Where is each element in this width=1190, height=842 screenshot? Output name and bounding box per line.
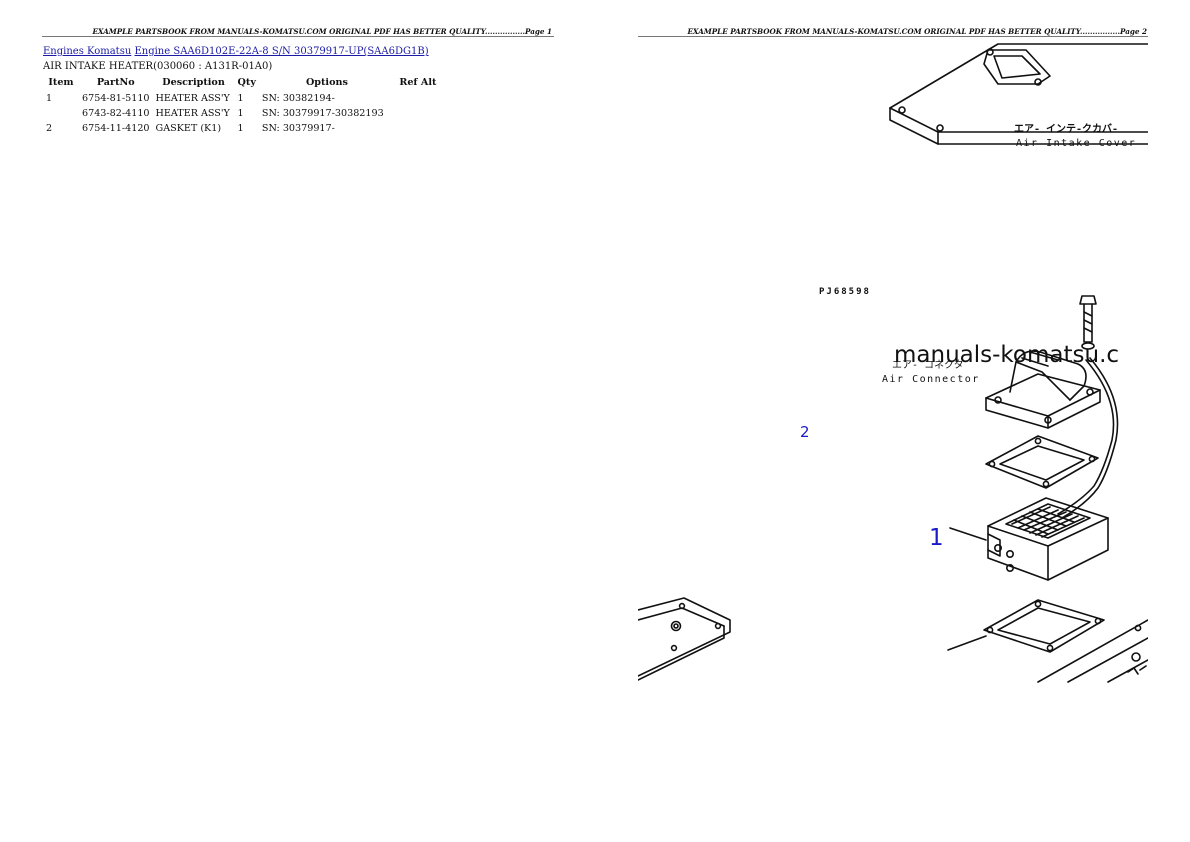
cell-qty: 1 xyxy=(237,108,244,119)
breadcrumb-link-engine-model[interactable]: Engine SAA6D102E-22A-8 S/N 30379917-UP(S… xyxy=(134,46,429,57)
col-header-item: Item xyxy=(48,77,74,88)
callout-1: 1 xyxy=(929,525,944,551)
col-header-options: Options xyxy=(305,77,348,88)
cell-options: SN: 30382194- xyxy=(261,93,335,104)
cell-options: SN: 30379917- xyxy=(261,123,335,134)
bolt xyxy=(1079,295,1097,350)
col-header-qty: Qty xyxy=(237,77,256,88)
col-header-partno: PartNo xyxy=(96,77,135,88)
cell-partno: 6754-81-5110 xyxy=(82,93,150,104)
cell-item: 2 xyxy=(46,123,53,134)
heater-assembly xyxy=(987,497,1109,581)
breadcrumb: Engines Komatsu Engine SAA6D102E-22A-8 S… xyxy=(43,46,429,57)
cell-refalt xyxy=(395,107,441,122)
harness-wire xyxy=(1057,357,1119,519)
page-header-right: EXAMPLE PARTSBOOK FROM MANUALS-KOMATSU.C… xyxy=(687,27,1147,36)
cell-description: HEATER ASS'Y xyxy=(155,93,230,104)
cell-partno: 6754-11-4120 xyxy=(82,123,150,134)
label-connector-en: Air Connector xyxy=(882,374,980,385)
cell-refalt xyxy=(395,92,441,107)
col-header-refalt: Ref Alt xyxy=(399,77,437,88)
plate-fragment-left xyxy=(638,597,731,681)
air-connector xyxy=(985,350,1101,429)
callout-2: 2 xyxy=(800,423,810,441)
cell-item xyxy=(43,107,79,122)
upper-gasket xyxy=(985,435,1099,489)
cell-item: 1 xyxy=(46,93,53,104)
table-header-row: Item PartNo Description Qty Options Ref … xyxy=(43,76,441,92)
lower-gasket xyxy=(983,599,1105,653)
cell-refalt xyxy=(395,122,441,137)
cell-qty: 1 xyxy=(237,93,244,104)
cell-qty: 1 xyxy=(237,123,244,134)
label-cover-en: Air Intake Cover xyxy=(1016,138,1136,149)
cell-description: HEATER ASS'Y xyxy=(155,108,230,119)
breadcrumb-link-engines[interactable]: Engines Komatsu xyxy=(43,46,132,57)
watermark-text: manuals-komatsu.c xyxy=(894,342,1119,368)
table-row: 6743-82-4110 HEATER ASS'Y 1 SN: 30379917… xyxy=(43,107,441,122)
table-row: 1 6754-81-5110 HEATER ASS'Y 1 SN: 303821… xyxy=(43,92,441,107)
cell-options: SN: 30379917-30382193 xyxy=(261,108,384,119)
header-rule-left xyxy=(42,36,554,37)
air-intake-cover xyxy=(889,43,1148,145)
section-title: AIR INTAKE HEATER(030060 : A131R-01A0) xyxy=(43,61,273,72)
leader-line-1 xyxy=(949,527,987,541)
col-header-description: Description xyxy=(162,77,225,88)
table-row: 2 6754-11-4120 GASKET (K1) 1 SN: 3037991… xyxy=(43,122,441,137)
parts-table: Item PartNo Description Qty Options Ref … xyxy=(43,76,441,137)
leader-line-lower xyxy=(947,635,987,651)
label-connector-jp: エア- コネクタ xyxy=(892,359,964,371)
cell-description: GASKET (K1) xyxy=(155,123,222,134)
drawing-code: PJ68598 xyxy=(819,287,871,297)
cell-partno: 6743-82-4110 xyxy=(82,108,150,119)
parts-diagram: エア- インテ-クカバ- Air Intake Cover PJ68598 ma… xyxy=(638,43,1148,683)
label-cover-jp: エア- インテ-クカバ- xyxy=(1014,123,1118,135)
page-header-left: EXAMPLE PARTSBOOK FROM MANUALS-KOMATSU.C… xyxy=(92,27,552,36)
manifold-fragment xyxy=(1037,619,1148,683)
header-rule-right xyxy=(638,36,1148,37)
